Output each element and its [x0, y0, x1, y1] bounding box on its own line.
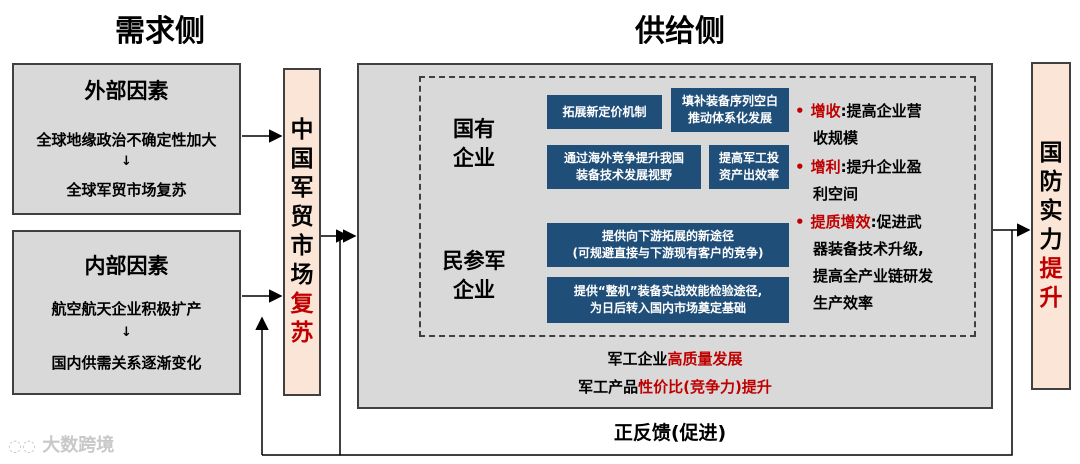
national-char: 实 — [1039, 198, 1063, 224]
demand-side-header: 需求侧 — [115, 14, 205, 49]
positive-feedback-label: 正反馈(促进) — [560, 418, 780, 445]
national-highlight-char: 提 — [1039, 256, 1063, 282]
national-char: 国 — [1039, 140, 1063, 166]
enterprise-dashed-frame — [419, 76, 976, 337]
internal-factor-line1: 航空航天企业积极扩产 — [51, 300, 202, 318]
national-char: 防 — [1039, 169, 1063, 195]
supply-side-box: 国有 企业 拓展新定价机制 填补装备序列空白推动体系化发展 通过海外竞争提升我国… — [357, 63, 993, 409]
private-label-line1: 民参军 — [442, 249, 506, 273]
internal-factors-title: 内部因素 — [84, 254, 169, 278]
china-arms-trade-market-box: 中 国 军 贸 市 场 复 苏 — [283, 68, 321, 396]
market-char: 市 — [290, 233, 314, 259]
market-char: 国 — [290, 146, 314, 172]
benefit-revenue: •增收:提高企业营 收规模 — [795, 102, 922, 147]
soe-box-pricing: 拓展新定价机制 — [547, 95, 662, 129]
soe-label: 国有 企业 — [434, 115, 514, 173]
soe-label-line2: 企业 — [453, 146, 495, 170]
national-char: 力 — [1039, 227, 1063, 253]
external-factor-line2: 全球军贸市场复苏 — [66, 181, 187, 199]
supply-side-header: 供给侧 — [635, 14, 725, 49]
benefit-profit: •增利:提升企业盈 利空间 — [795, 158, 922, 203]
market-char: 中 — [290, 117, 314, 143]
market-highlight-char: 苏 — [290, 320, 314, 346]
soe-box-efficiency: 提高军工投资产出效率 — [709, 145, 789, 189]
market-highlight-char: 复 — [290, 291, 314, 317]
private-box-combat-test: 提供“整机”装备实战效能检验途径,为日后转入国内市场奠定基础 — [547, 277, 789, 323]
private-label-line2: 企业 — [453, 278, 495, 302]
internal-factors-box: 内部因素 航空航天企业积极扩产 ↓ 国内供需关系逐渐变化 — [12, 230, 241, 395]
internal-factor-line2: 国内供需关系逐渐变化 — [51, 354, 202, 372]
private-enterprise-label: 民参军 企业 — [429, 247, 519, 305]
soe-box-equipment: 填补装备序列空白推动体系化发展 — [671, 88, 789, 132]
benefit-quality-efficiency: •提质增效:促进武 器装备技术升级, 提高全产业链研发 生产效率 — [795, 213, 934, 312]
external-factors-box: 外部因素 全球地缘政治不确定性加大 ↓ 全球军贸市场复苏 — [12, 63, 241, 215]
external-factors-title: 外部因素 — [84, 79, 169, 103]
feedback-loop-to-supply — [339, 230, 1013, 456]
soe-box-overseas: 通过海外竞争提升我国装备技术发展视野 — [547, 145, 701, 189]
market-char: 场 — [290, 262, 314, 288]
outcome-line-product: 军工产品性价比(竞争力)提升 — [578, 378, 772, 396]
soe-label-line1: 国有 — [453, 117, 495, 141]
down-arrow-icon: ↓ — [121, 154, 132, 169]
national-defense-strength-box: 国 防 实 力 提 升 — [1031, 62, 1071, 390]
national-highlight-char: 升 — [1039, 285, 1063, 311]
outcome-line-enterprise: 军工企业高质量发展 — [607, 350, 743, 368]
watermark: ◌◌ 大数跨境 — [8, 435, 115, 456]
external-factor-line1: 全球地缘政治不确定性加大 — [36, 131, 217, 149]
down-arrow-icon: ↓ — [121, 325, 132, 340]
market-char: 贸 — [290, 204, 314, 230]
market-char: 军 — [290, 175, 314, 201]
private-box-downstream: 提供向下游拓展的新途径(可规避直接与下游现有客户的竞争) — [547, 223, 789, 267]
watermark-logo-icon: ◌◌ — [8, 436, 36, 455]
